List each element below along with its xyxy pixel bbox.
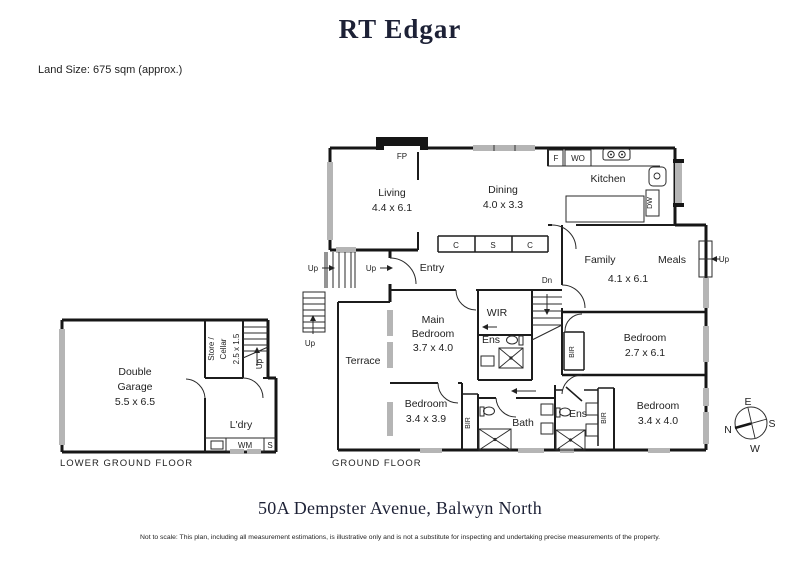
fridge-label: F xyxy=(554,154,559,163)
up-label-meals: Up xyxy=(719,255,730,264)
ground-floor-labels: FP Living 4.4 x 6.1 Dining 4.0 x 3.3 Kit… xyxy=(305,152,730,469)
ground-interior-walls xyxy=(337,148,675,450)
garage-door xyxy=(59,329,65,445)
room-label-ens2: Ens xyxy=(569,408,587,420)
vanity-icon xyxy=(585,423,599,437)
compass-west: W xyxy=(750,443,760,455)
shower-icon xyxy=(498,347,524,369)
vanity-icon xyxy=(540,403,554,416)
door-arcs xyxy=(389,224,586,418)
toilet-icon xyxy=(483,406,495,416)
room-dims-living: 4.4 x 6.1 xyxy=(372,202,412,214)
up-label-1: Up xyxy=(308,264,319,273)
room-label-entry: Entry xyxy=(420,262,445,274)
disclaimer-text: Not to scale: This plan, including all m… xyxy=(140,534,660,541)
dishwasher-label: DW xyxy=(647,197,654,209)
room-dims-store: 2.5 x 1.5 xyxy=(232,333,241,364)
room-label-kitchen: Kitchen xyxy=(590,173,625,185)
agency-logo: RT Edgar xyxy=(338,14,462,44)
washing-machine-label: WM xyxy=(238,441,253,450)
washing-machine-icon xyxy=(225,437,265,452)
vanity-icon xyxy=(585,402,599,416)
room-dims-bedroom3: 3.4 x 3.9 xyxy=(406,413,446,425)
dishwasher-icon xyxy=(645,189,660,217)
porch-stairs-up xyxy=(302,252,393,334)
room-label-terrace: Terrace xyxy=(345,355,380,367)
room-dims-bedroom2: 2.7 x 6.1 xyxy=(625,347,665,359)
ground-floor-title: GROUND FLOOR xyxy=(332,458,422,469)
fridge-icon xyxy=(547,149,564,167)
cupboard-label-s: S xyxy=(490,241,495,250)
lower-interior-walls xyxy=(204,320,268,452)
lower-floor-labels: Double Garage 5.5 x 6.5 Store / Cellar 2… xyxy=(60,333,273,469)
vanity-icon xyxy=(540,422,554,435)
laundry-fixtures xyxy=(205,437,276,454)
room-label-store-1: Store / xyxy=(207,336,216,360)
meals-steps-up xyxy=(698,240,720,278)
bir-label-bedroom4: BIR xyxy=(601,412,608,424)
lower-stairs-up xyxy=(242,326,269,366)
lower-ground-floor-plan: Double Garage 5.5 x 6.5 Store / Cellar 2… xyxy=(59,318,278,469)
property-address: 50A Dempster Avenue, Balwyn North xyxy=(257,498,543,518)
ensuite-main-fixtures xyxy=(480,335,524,369)
room-label-store-2: Cellar xyxy=(219,338,228,359)
room-label-meals: Meals xyxy=(658,254,686,266)
laundry-trough xyxy=(210,440,224,450)
room-label-bedroom3: Bedroom xyxy=(405,398,448,410)
room-label-garage-2: Garage xyxy=(117,381,152,393)
room-label-ens-main: Ens xyxy=(482,334,500,346)
vanity-icon xyxy=(480,355,495,367)
room-label-wir: WIR xyxy=(487,307,508,319)
shower-icon xyxy=(478,428,512,451)
stairs-down xyxy=(531,294,563,341)
cupboard-label-c1: C xyxy=(453,241,459,250)
cooktop-icon xyxy=(602,148,631,161)
room-label-bedroom4: Bedroom xyxy=(637,400,680,412)
down-label: Dn xyxy=(542,276,552,285)
room-label-garage-1: Double xyxy=(118,366,151,378)
fireplace-icon xyxy=(376,137,428,152)
ground-joinery xyxy=(437,235,614,446)
room-label-living: Living xyxy=(378,187,406,199)
room-label-family: Family xyxy=(585,254,617,266)
lower-exterior-walls xyxy=(60,318,278,454)
kitchen-fixtures xyxy=(547,148,667,223)
room-dims-family-meals: 4.1 x 6.1 xyxy=(608,273,648,285)
room-dims-main-bedroom: 3.7 x 4.0 xyxy=(413,342,453,354)
land-size-text: Land Size: 675 sqm (approx.) xyxy=(38,64,183,76)
lower-door-arcs xyxy=(185,377,264,399)
room-label-bath: Bath xyxy=(512,417,534,429)
bir-label-bedroom3: BIR xyxy=(465,417,472,429)
lower-ground-floor-title: LOWER GROUND FLOOR xyxy=(60,458,193,469)
room-label-dining: Dining xyxy=(488,184,518,196)
sink-icon xyxy=(648,166,667,187)
bath-fixtures xyxy=(478,403,554,451)
ensuite-2-fixtures xyxy=(555,402,599,451)
up-label-garage: Up xyxy=(255,358,264,369)
fireplace-label: FP xyxy=(397,152,407,161)
shower-icon xyxy=(555,429,586,451)
ground-floor-plan: FP Living 4.4 x 6.1 Dining 4.0 x 3.3 Kit… xyxy=(302,137,730,469)
room-dims-dining: 4.0 x 3.3 xyxy=(483,199,523,211)
room-label-main-bedroom-2: Bedroom xyxy=(412,328,455,340)
compass-north: N xyxy=(724,424,732,436)
compass-south: S xyxy=(768,418,775,430)
compass-east: E xyxy=(744,396,751,408)
cupboard-label-c2: C xyxy=(527,241,533,250)
room-label-bedroom2: Bedroom xyxy=(624,332,667,344)
room-label-laundry: L'dry xyxy=(230,419,253,431)
sink-label: S xyxy=(267,441,272,450)
up-label-3: Up xyxy=(305,339,316,348)
up-label-2: Up xyxy=(366,264,377,273)
room-dims-bedroom4: 3.4 x 4.0 xyxy=(638,415,678,427)
room-label-main-bedroom-1: Main xyxy=(422,314,445,326)
ground-heavy-dividers xyxy=(562,310,706,377)
bir-label-bedroom2: BIR xyxy=(569,346,576,358)
wall-oven-label: WO xyxy=(571,154,585,163)
room-dims-garage: 5.5 x 6.5 xyxy=(115,396,155,408)
compass-icon: E S W N xyxy=(724,396,775,455)
island-bench xyxy=(565,195,645,223)
toilet-icon xyxy=(506,335,518,345)
